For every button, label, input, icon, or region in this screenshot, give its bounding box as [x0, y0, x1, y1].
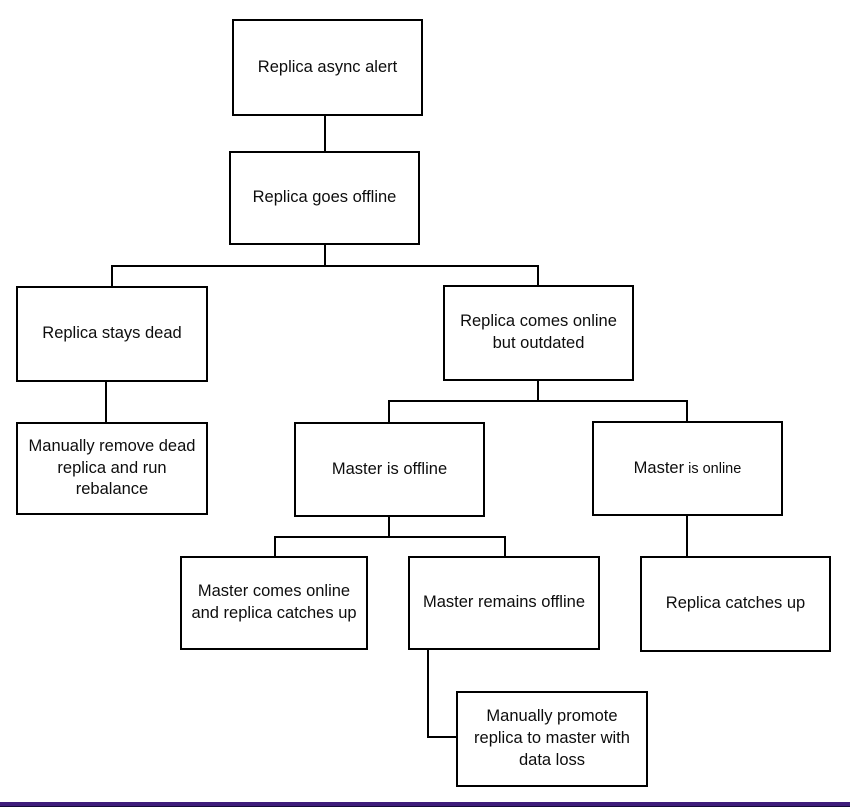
node-label: Replica comes online but outdated	[460, 312, 617, 352]
bottom-divider-bar	[0, 802, 850, 807]
connector-offline-stub	[324, 243, 326, 267]
connector-into-promote	[427, 736, 458, 738]
node-replica-catches-up: Replica catches up	[640, 556, 831, 652]
node-label: Master is offline	[331, 459, 448, 478]
connector-to-master-remains-offline	[504, 536, 506, 558]
node-label: Manually promote replica to master with …	[474, 707, 630, 769]
node-manually-remove-dead: Manually remove dead replica and run reb…	[16, 422, 208, 515]
connector-remains-offline-down	[427, 648, 429, 738]
node-label: Master remains offline	[422, 593, 585, 612]
node-replica-async-alert: Replica async alert	[232, 19, 423, 116]
connector-to-comes-online	[537, 265, 539, 288]
node-replica-goes-offline: Replica goes offline	[229, 151, 420, 245]
node-label: Manually remove dead replica and run reb…	[28, 436, 196, 499]
node-master-offline: Master is offline	[294, 422, 485, 517]
connector-split-level2	[111, 265, 539, 267]
node-label: Master comes online and replica catches …	[191, 582, 357, 622]
node-master-remains-offline: Master remains offline	[408, 556, 600, 650]
node-manually-promote: Manually promote replica to master with …	[456, 691, 648, 787]
node-label: Replica stays dead	[42, 324, 182, 343]
connector-alert-to-offline	[324, 114, 326, 153]
connector-to-master-offline	[388, 400, 390, 424]
node-label-rest: is online	[688, 460, 742, 477]
node-label-main: Master	[633, 458, 685, 477]
connector-stays-dead-to-remove	[105, 379, 107, 424]
node-replica-comes-online-outdated: Replica comes online but outdated	[443, 285, 634, 381]
node-label: Replica catches up	[665, 594, 806, 613]
connector-to-stays-dead	[111, 265, 113, 288]
node-label: Replica goes offline	[252, 188, 397, 207]
node-master-comes-online: Master comes online and replica catches …	[180, 556, 368, 650]
connector-split-level3	[388, 400, 688, 402]
node-replica-stays-dead: Replica stays dead	[16, 286, 208, 382]
connector-to-master-online	[686, 400, 688, 423]
connector-to-master-comes-online	[274, 536, 276, 558]
connector-outdated-stub	[537, 379, 539, 402]
connector-split-level4	[274, 536, 506, 538]
connector-online-to-catches-up	[686, 514, 688, 558]
node-label: Replica async alert	[257, 57, 398, 76]
connector-master-offline-stub	[388, 515, 390, 538]
